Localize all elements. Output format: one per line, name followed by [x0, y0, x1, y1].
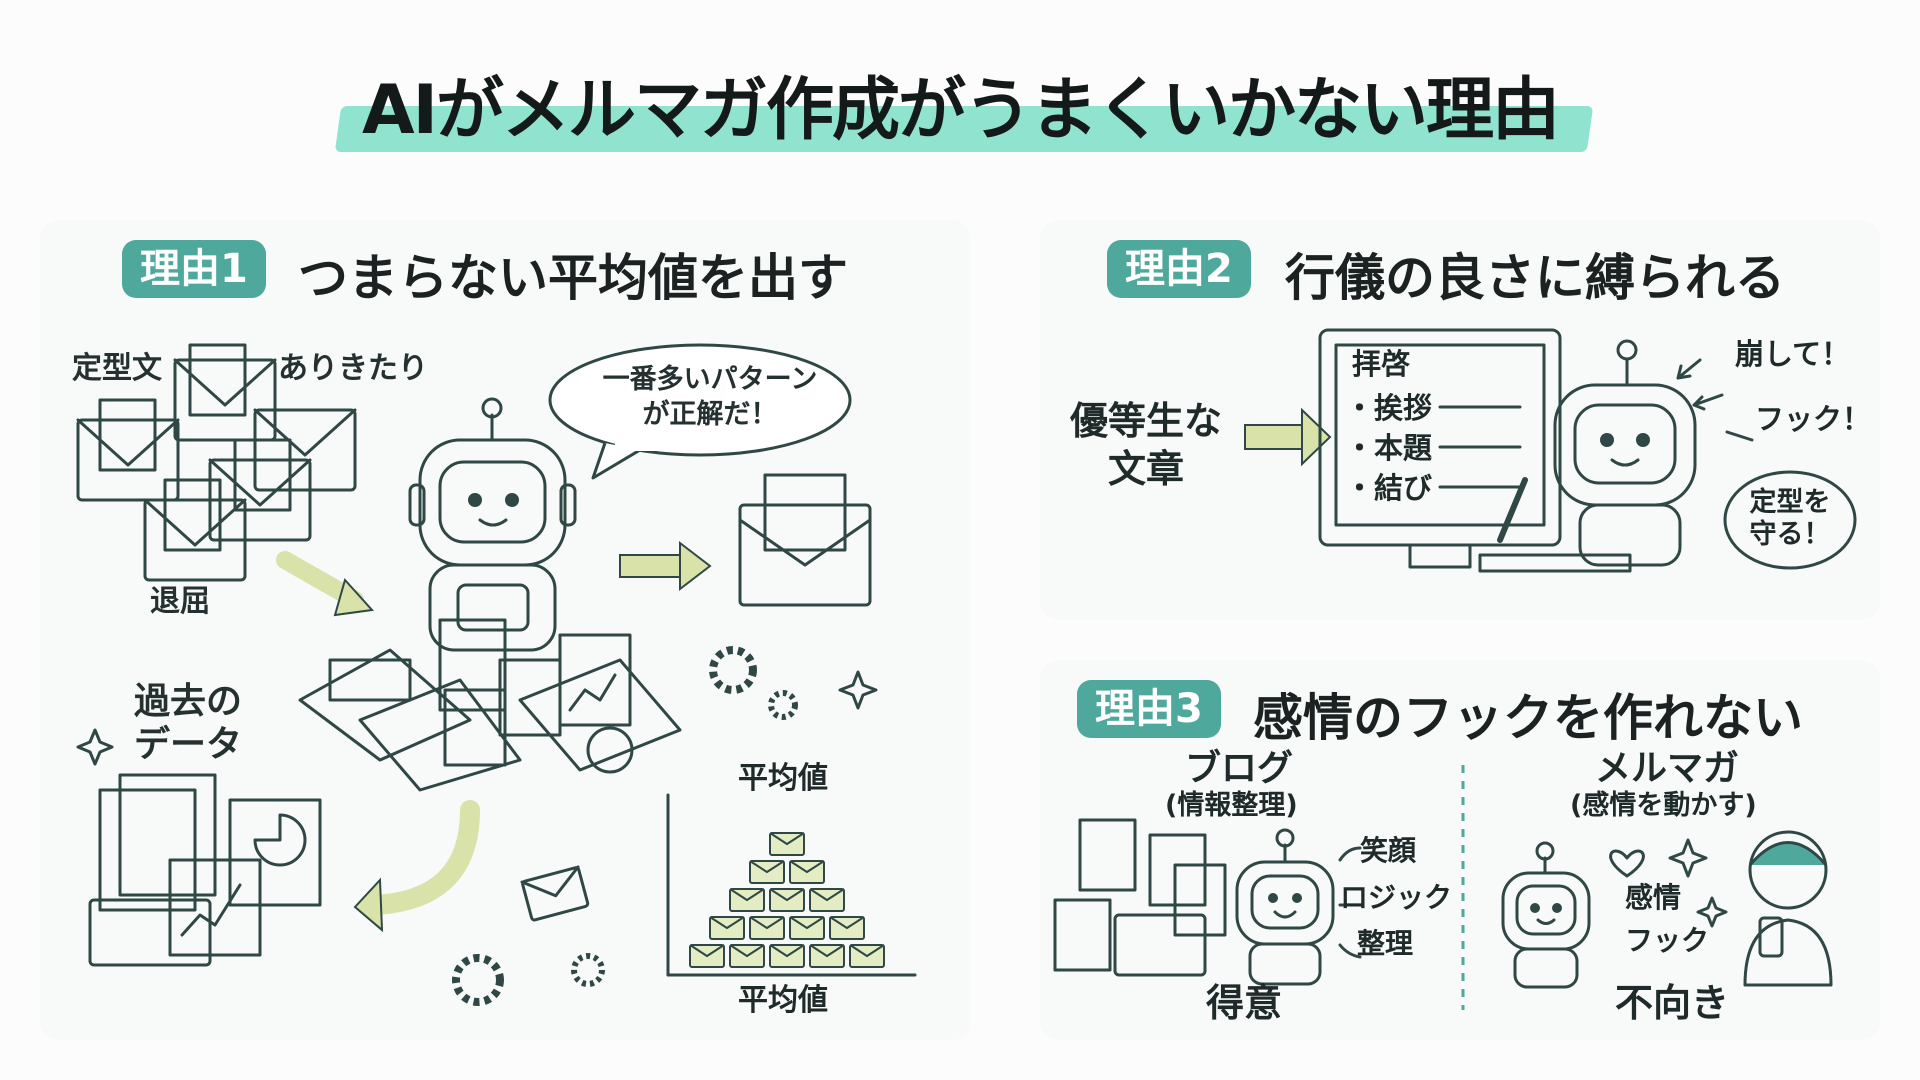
pyramid-envelope-flap [749, 916, 785, 930]
sparkle-icon [838, 670, 878, 710]
call-break: 崩して！ [1735, 337, 1851, 371]
call-hook: フック！ [1755, 402, 1872, 436]
writing-robot-icon [1478, 339, 1697, 573]
arrow-right-icon [1244, 424, 1306, 450]
envelope-stack-icon [76, 343, 357, 582]
robot-icon [408, 397, 577, 652]
gear-icon [709, 646, 757, 694]
blog-title: ブログ [1185, 748, 1294, 789]
reason3-badge: 理由3 [1077, 680, 1221, 738]
reason3-heading: 感情のフックを作れない [1253, 689, 1803, 747]
pyramid-envelope-flap [769, 832, 805, 846]
pyramid-envelope-flap [829, 916, 865, 930]
mailmag-subtitle: (感情を動かす) [1570, 790, 1757, 821]
sparkle-icon [76, 728, 114, 766]
blog-tag: 笑顔 [1360, 834, 1417, 867]
mailmag-tag: 感情 [1625, 881, 1682, 914]
reason1-heading: つまらない平均値を出す [298, 249, 848, 307]
reason2-heading: 行儀の良さに縛られる [1285, 249, 1785, 307]
mailmag-tag: フック [1625, 924, 1710, 957]
pyramid-envelope-flap [729, 888, 765, 902]
heart-icon [1609, 849, 1645, 878]
screen-line: ・挨拶 [1345, 391, 1433, 425]
blog-verdict: 得意 [1206, 981, 1283, 1025]
pyramid-envelope-flap [769, 944, 805, 958]
blog-tag: ロジック [1340, 881, 1453, 914]
average-pyramid-icon [666, 793, 917, 977]
pyramid-envelope-flap [809, 944, 845, 958]
page-title: AIがメルマガ作成がうまくいかない理由 [362, 71, 1560, 150]
gear-icon [571, 953, 605, 987]
envelope-icon [738, 473, 872, 607]
blog-tag: 整理 [1357, 927, 1414, 960]
pointer-arrow-icon [1725, 430, 1754, 442]
reason1-badge: 理由1 [122, 240, 266, 298]
pointer-arrow-icon [1676, 358, 1702, 380]
sparkle-icon [1668, 838, 1708, 878]
blog-subtitle: (情報整理) [1165, 790, 1298, 821]
label-past-data: 過去の データ [134, 681, 243, 766]
robot-speech-bubble [1723, 470, 1857, 570]
arrow-right-icon [619, 554, 681, 578]
monitor-icon [1318, 328, 1562, 569]
pyramid-envelope-flap [749, 860, 785, 874]
screen-line: ・本題 [1345, 431, 1433, 465]
curved-arrow-icon [365, 800, 480, 915]
label-boring: 退屈 [150, 584, 210, 619]
pyramid-bottom-label: 平均値 [738, 983, 828, 1018]
pointer-arrow-icon [1692, 393, 1724, 411]
label-common: ありきたり [278, 351, 428, 386]
robot-speech-text: 定型を 守る！ [1749, 487, 1831, 551]
mailmag-title: メルマガ [1595, 748, 1740, 789]
pyramid-envelope-flap [789, 860, 825, 874]
pyramid-envelope-flap [809, 888, 845, 902]
reason3-panel [1040, 660, 1880, 1040]
speech-bubble [548, 343, 852, 480]
pyramid-envelope-flap [769, 888, 805, 902]
honor-student-label: 優等生な 文章 [1070, 399, 1223, 491]
gear-icon [768, 690, 798, 720]
mailmag-robot-icon [1501, 841, 1591, 989]
screen-line: ・結び [1345, 471, 1433, 505]
blog-documents-icon [1053, 818, 1227, 977]
paper-pile-icon [298, 618, 682, 792]
past-data-files-icon [88, 773, 322, 967]
pyramid-envelope-flap [729, 944, 765, 958]
speech-text: 一番多いパターン が正解だ！ [602, 364, 818, 431]
pyramid-envelope-flap [849, 944, 885, 958]
mailmag-verdict: 不向き [1615, 981, 1730, 1025]
pyramid-top-label: 平均値 [738, 761, 828, 796]
reason2-badge: 理由2 [1107, 240, 1251, 298]
label-template: 定型文 [72, 351, 162, 386]
screen-line: 拝啓 [1352, 347, 1411, 381]
small-envelope-icon [520, 865, 590, 922]
sparkle-icon [1696, 896, 1728, 928]
blog-robot-icon [1235, 828, 1335, 986]
pyramid-envelope-flap [689, 944, 725, 958]
reason2-panel [1040, 220, 1880, 620]
gear-icon [452, 954, 504, 1006]
person-with-phone-icon [1743, 830, 1833, 987]
pyramid-envelope-flap [789, 916, 825, 930]
pyramid-envelope-flap [709, 916, 745, 930]
